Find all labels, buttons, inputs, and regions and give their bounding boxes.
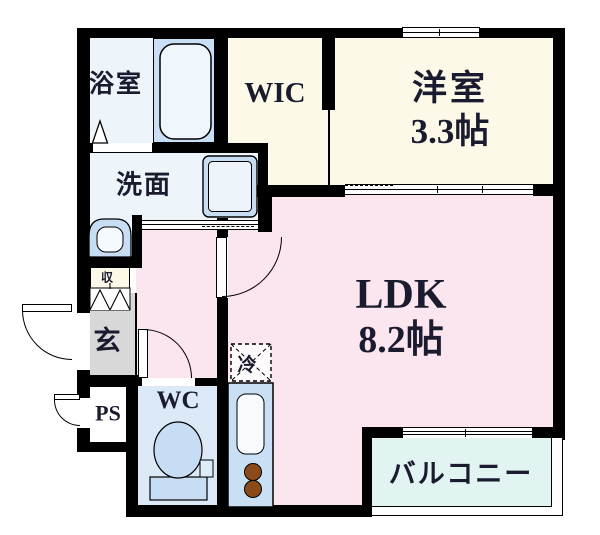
wic-label: WIC xyxy=(244,76,306,109)
toilet-tank-icon xyxy=(149,476,208,501)
sliding-dashed xyxy=(345,185,393,186)
wall-entrance-thin xyxy=(135,293,137,375)
wall-right xyxy=(553,28,565,440)
wall-wic-bottom xyxy=(252,185,345,197)
washroom-sliding-door xyxy=(142,220,258,230)
wc-label: WC xyxy=(156,386,200,414)
washbasin-bowl-icon xyxy=(96,226,124,253)
ldk-name: LDK xyxy=(355,272,447,318)
balcony-label: バルコニー xyxy=(388,458,534,489)
entrance-door-opening xyxy=(77,313,90,370)
wall-bottom xyxy=(126,505,372,517)
wall-corner-block xyxy=(258,185,272,232)
sliding-tick xyxy=(482,186,484,193)
washing-machine-icon xyxy=(208,161,252,212)
wall-basin-bottom xyxy=(77,256,142,268)
shoe-storage-label: 収 xyxy=(100,270,114,285)
western-room-label: 洋室 3.3帖 xyxy=(411,67,490,153)
bathtub-icon xyxy=(159,43,212,140)
ldk-floor-main xyxy=(272,195,553,427)
toilet-bowl-icon xyxy=(153,421,203,479)
entrance-label: 玄 xyxy=(93,325,121,356)
sliding-dashed xyxy=(202,225,254,227)
ldk-floor-bottom xyxy=(272,427,362,505)
burner-icon xyxy=(244,480,262,498)
window-tick xyxy=(465,429,467,437)
sliding-line xyxy=(142,224,258,226)
wall-top xyxy=(77,28,565,38)
bath-label: 浴室 xyxy=(88,70,144,98)
wall-wic-western-thin xyxy=(328,110,330,185)
wall-balcony-window-right xyxy=(532,427,565,440)
refrigerator-label: 冷 xyxy=(237,355,257,377)
toilet-flush-icon xyxy=(199,459,214,478)
kitchen-sink-icon xyxy=(236,393,265,455)
refrigerator-cross xyxy=(230,343,272,382)
western-room-name: 洋室 xyxy=(411,69,489,108)
folding-door-icon xyxy=(89,288,111,311)
wall-western-band-right xyxy=(533,184,565,196)
wall-left-upper xyxy=(77,28,90,313)
balcony-area xyxy=(372,438,552,507)
burner-icon xyxy=(244,463,262,481)
wall-balcony-window-left xyxy=(372,427,403,440)
ps-door-leaf xyxy=(54,394,80,400)
window-line xyxy=(403,31,479,33)
western-ldk-sliding-door xyxy=(345,184,533,195)
refrigerator-cross xyxy=(230,343,272,382)
wall-wc-top-right xyxy=(195,378,218,386)
ldk-label: LDK 8.2帖 xyxy=(355,273,446,363)
wall-ps-bottom xyxy=(77,442,138,452)
wall-entrance-bottom xyxy=(77,375,138,387)
western-room-window xyxy=(402,27,480,38)
western-room-floor xyxy=(329,38,553,185)
wall-kitchen xyxy=(217,298,228,517)
sliding-line xyxy=(345,188,533,190)
washroom-label: 洗面 xyxy=(115,170,173,200)
wall-basin-right xyxy=(132,215,142,268)
window-tick xyxy=(439,28,441,36)
window-line xyxy=(403,430,532,432)
wc-door-opening xyxy=(142,378,195,386)
ps-floor xyxy=(90,387,126,442)
wall-bath-bottom-right xyxy=(152,143,268,153)
folding-door-icon xyxy=(109,288,131,311)
sliding-tick xyxy=(437,186,439,193)
ps-label: PS xyxy=(95,400,121,426)
wall-balcony-left xyxy=(362,427,372,517)
western-room-size: 3.3帖 xyxy=(410,112,490,151)
ldk-size: 8.2帖 xyxy=(358,319,444,361)
wall-bath-bottom-left xyxy=(77,143,93,153)
wall-wic-western-divider xyxy=(322,28,335,110)
window-line xyxy=(403,434,532,436)
wall-washer-right xyxy=(258,143,268,220)
wall-wc-top-left xyxy=(138,378,142,386)
bath-door-icon xyxy=(91,118,109,144)
bath-door-opening xyxy=(93,143,152,153)
ps-door-opening xyxy=(77,398,90,428)
wall-wic-left xyxy=(215,38,228,143)
